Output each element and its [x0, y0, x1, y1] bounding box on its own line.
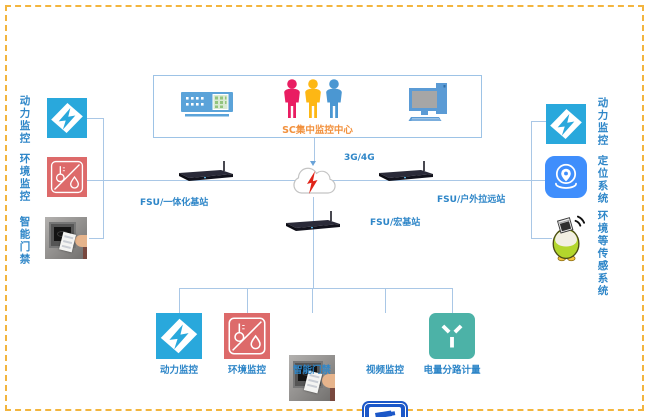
- power-monitor-icon: [47, 98, 87, 138]
- hand: [75, 234, 87, 248]
- bottom-label-access: 智能门禁: [292, 365, 331, 376]
- bottom-label-meter: 电量分路计量: [423, 365, 481, 376]
- monitoring-center-box: SC集中监控中心: [153, 75, 482, 138]
- location-system-icon: [545, 156, 587, 198]
- person-yellow-icon: [305, 79, 321, 118]
- hand: [322, 374, 335, 389]
- cloud-lightning-icon: [293, 167, 336, 194]
- dashed-border-frame: [5, 5, 644, 411]
- left-label-environment: 环境监控: [18, 153, 31, 203]
- workstation-icon: [408, 83, 447, 121]
- connector-drop-1: [179, 288, 180, 313]
- connector-cloud-to-branch: [313, 197, 314, 288]
- connector-left-access: [89, 238, 104, 239]
- right-label-power: 动力监控: [596, 97, 609, 147]
- connector-right-power: [531, 121, 547, 122]
- left-label-access: 智能门禁: [18, 216, 31, 266]
- access-control-photo: [45, 217, 87, 259]
- camera-pane: [369, 407, 401, 417]
- station-label-macro: FSU/宏基站: [370, 218, 421, 228]
- environment-monitor-icon: [224, 313, 270, 359]
- connector-drop-3: [312, 288, 313, 313]
- power-monitor-icon: [546, 104, 586, 144]
- power-meter-icon: [429, 313, 475, 359]
- connector-bottom-branch: [179, 288, 453, 289]
- connector-right-bus: [531, 121, 532, 238]
- station-label-outdoor: FSU/户外拉远站: [437, 195, 506, 205]
- bottom-label-environment: 环境监控: [227, 365, 266, 376]
- access-control-photo: [289, 355, 335, 401]
- connector-drop-5: [452, 288, 453, 313]
- person-blue-icon: [326, 79, 342, 118]
- router-icon: [379, 161, 433, 181]
- connector-right-sensor: [531, 238, 552, 239]
- arrow-down-icon: [310, 161, 316, 166]
- environment-monitor-icon: [47, 157, 87, 197]
- bottom-label-power: 动力监控: [159, 365, 198, 376]
- connector-left-bus: [103, 118, 104, 238]
- door-strip: [82, 239, 87, 259]
- right-label-sensor: 环境等传感系统: [596, 210, 609, 298]
- monitoring-center-title: SC集中监控中心: [282, 125, 353, 136]
- bottom-label-video: 视频监控: [365, 365, 404, 376]
- server-icon: [181, 92, 233, 117]
- right-label-location: 定位系统: [596, 155, 609, 205]
- router-icon: [179, 161, 233, 181]
- video-monitor-icon: 视频监控 VIDEO: [362, 401, 408, 417]
- router-icon: [286, 211, 340, 231]
- power-monitor-icon: [156, 313, 202, 359]
- left-label-power: 动力监控: [18, 95, 31, 145]
- door-strip: [330, 379, 335, 401]
- environment-sensor-icon: [552, 215, 586, 262]
- cctv-camera-icon: [375, 410, 396, 417]
- connector-center-to-cloud: [314, 136, 315, 163]
- connector-drop-4: [385, 288, 386, 313]
- station-label-integrated: FSU/一体化基站: [140, 198, 209, 208]
- person-pink-icon: [284, 79, 300, 118]
- access-card: [58, 231, 76, 253]
- operators-icon: [282, 79, 344, 121]
- wan-label: 3G/4G: [344, 153, 375, 163]
- connector-left-power: [87, 118, 104, 119]
- connector-drop-2: [247, 288, 248, 313]
